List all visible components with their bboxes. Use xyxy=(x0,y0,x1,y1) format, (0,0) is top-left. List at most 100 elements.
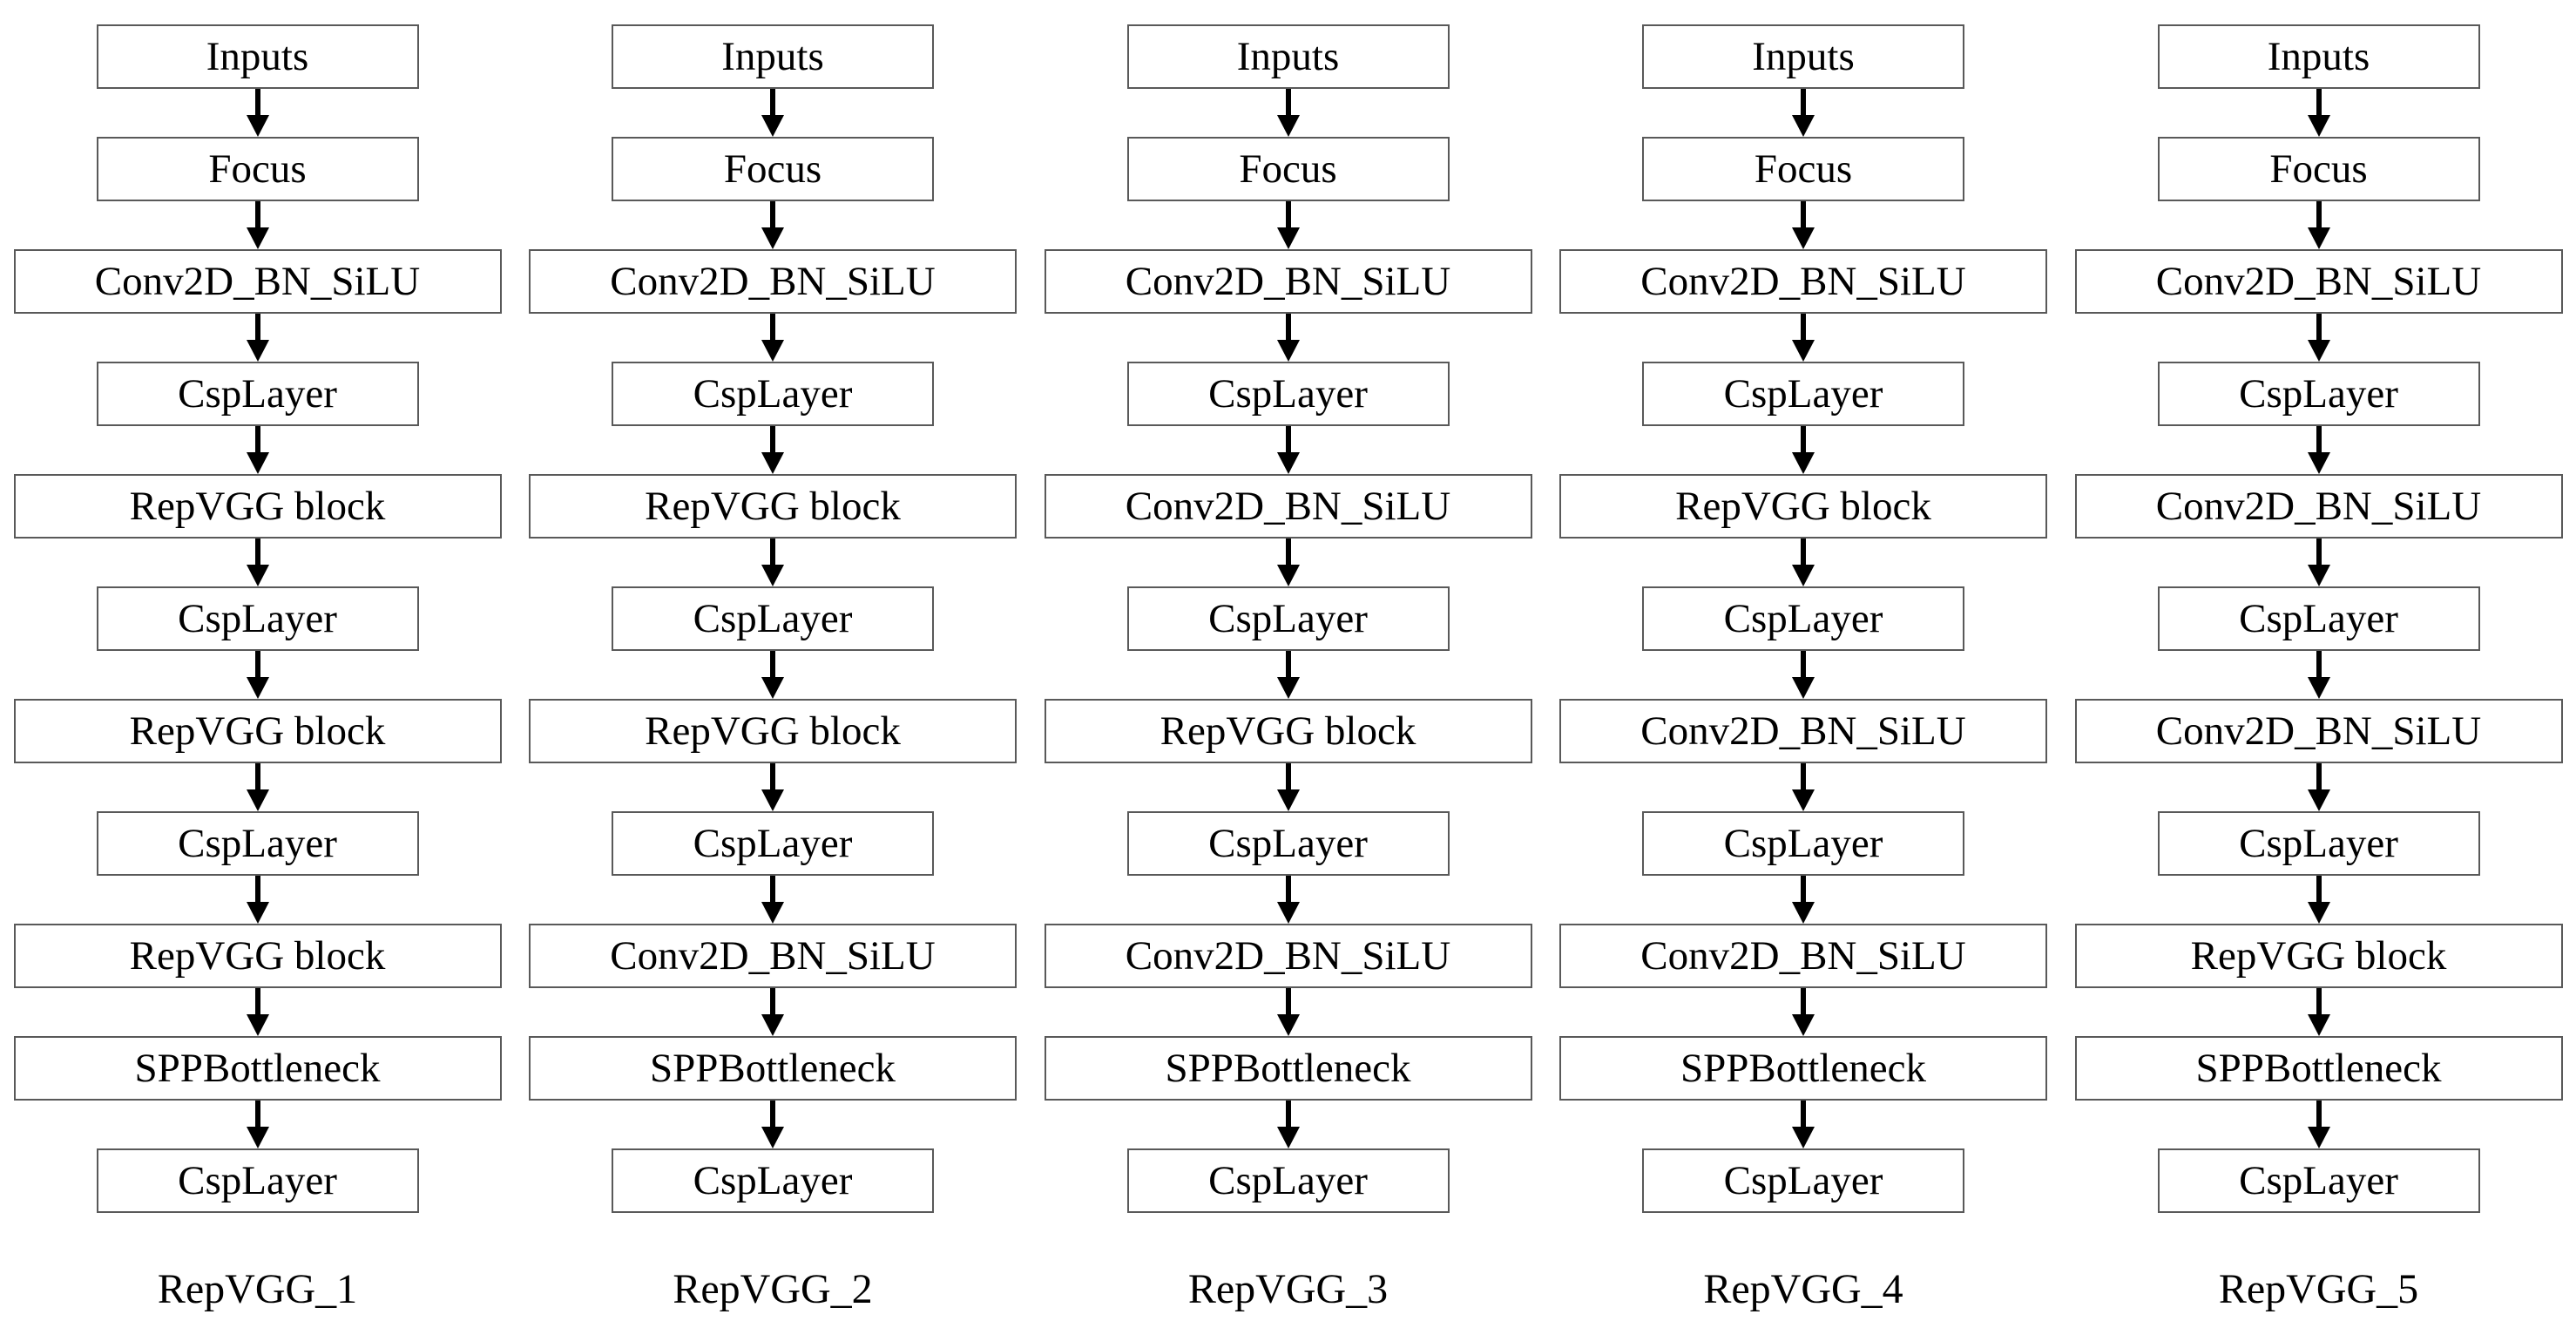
flow-node: Focus xyxy=(2157,137,2480,201)
flow-node: Conv2D_BN_SiLU xyxy=(1044,249,1532,314)
flow-arrow xyxy=(761,988,784,1036)
flow-node: SPPBottleneck xyxy=(1044,1036,1532,1101)
flow-node: Focus xyxy=(612,137,934,201)
flow-node: Inputs xyxy=(612,24,934,89)
flow-arrow xyxy=(246,1101,269,1148)
flow-arrow xyxy=(1792,539,1815,586)
flow-node: RepVGG block xyxy=(13,924,502,988)
flow-node: CspLayer xyxy=(96,1148,419,1213)
flow-arrow xyxy=(1792,426,1815,474)
flow-arrow xyxy=(1792,763,1815,811)
flow-arrow xyxy=(1792,651,1815,699)
flow-arrow xyxy=(1276,539,1300,586)
flow-node: RepVGG block xyxy=(529,474,1017,539)
flow-arrow xyxy=(761,314,784,362)
flow-arrow xyxy=(1276,1101,1300,1148)
flow-arrow xyxy=(761,651,784,699)
flow-arrow xyxy=(2307,539,2330,586)
flow-node: RepVGG block xyxy=(2074,924,2563,988)
flow-node: CspLayer xyxy=(96,362,419,426)
flow-arrow xyxy=(1276,763,1300,811)
flow-arrow xyxy=(761,876,784,924)
flow-node: Conv2D_BN_SiLU xyxy=(1559,924,2047,988)
flow-node: CspLayer xyxy=(1642,1148,1964,1213)
flow-node: SPPBottleneck xyxy=(529,1036,1017,1101)
flow-node: Conv2D_BN_SiLU xyxy=(1559,699,2047,763)
flow-node: RepVGG block xyxy=(1044,699,1532,763)
flow-arrow xyxy=(2307,89,2330,137)
column-caption: RepVGG_1 xyxy=(157,1266,358,1312)
flow-node: CspLayer xyxy=(1126,362,1450,426)
flow-arrow xyxy=(2307,1101,2330,1148)
flow-arrow xyxy=(1276,314,1300,362)
flow-node: Conv2D_BN_SiLU xyxy=(1044,924,1532,988)
column-caption: RepVGG_5 xyxy=(2218,1266,2419,1312)
flow-arrow xyxy=(246,426,269,474)
flow-arrow xyxy=(246,876,269,924)
flow-node: Inputs xyxy=(96,24,419,89)
flow-node: CspLayer xyxy=(1126,586,1450,651)
flow-node: SPPBottleneck xyxy=(13,1036,502,1101)
flow-arrow xyxy=(761,426,784,474)
flow-arrow xyxy=(2307,314,2330,362)
column-caption: RepVGG_4 xyxy=(1703,1266,1903,1312)
flow-arrow xyxy=(1276,651,1300,699)
flow-node: CspLayer xyxy=(1642,811,1964,876)
flow-arrow xyxy=(1792,876,1815,924)
flow-node: Inputs xyxy=(2157,24,2480,89)
flow-arrow xyxy=(1276,988,1300,1036)
flow-arrow xyxy=(2307,988,2330,1036)
flow-arrow xyxy=(761,201,784,249)
flow-node: CspLayer xyxy=(1126,1148,1450,1213)
flow-node: Conv2D_BN_SiLU xyxy=(2074,249,2563,314)
flow-node: CspLayer xyxy=(2157,362,2480,426)
flow-arrow xyxy=(761,763,784,811)
flow-arrow xyxy=(1792,201,1815,249)
flow-arrow xyxy=(1792,314,1815,362)
flow-node: Inputs xyxy=(1642,24,1964,89)
flow-node: RepVGG block xyxy=(13,699,502,763)
flow-arrow xyxy=(1792,988,1815,1036)
flow-arrow xyxy=(246,988,269,1036)
flow-arrow xyxy=(1276,426,1300,474)
flow-node: CspLayer xyxy=(96,586,419,651)
flow-node: Conv2D_BN_SiLU xyxy=(1044,474,1532,539)
flow-arrow xyxy=(1276,201,1300,249)
flow-arrow xyxy=(2307,201,2330,249)
flow-node: RepVGG block xyxy=(13,474,502,539)
flow-node: Focus xyxy=(96,137,419,201)
flow-node: SPPBottleneck xyxy=(2074,1036,2563,1101)
flow-node: CspLayer xyxy=(612,586,934,651)
flow-arrow xyxy=(246,763,269,811)
flow-node: Focus xyxy=(1126,137,1450,201)
flow-node: Conv2D_BN_SiLU xyxy=(1559,249,2047,314)
flow-node: CspLayer xyxy=(2157,586,2480,651)
flow-node: Focus xyxy=(1642,137,1964,201)
flow-arrow xyxy=(246,314,269,362)
flow-node: Conv2D_BN_SiLU xyxy=(13,249,502,314)
flow-arrow xyxy=(761,89,784,137)
flow-arrow xyxy=(761,539,784,586)
flow-arrow xyxy=(246,651,269,699)
flow-node: Inputs xyxy=(1126,24,1450,89)
flow-node: RepVGG block xyxy=(1559,474,2047,539)
flow-node: CspLayer xyxy=(96,811,419,876)
flow-node: CspLayer xyxy=(2157,1148,2480,1213)
flow-node: SPPBottleneck xyxy=(1559,1036,2047,1101)
flow-node: CspLayer xyxy=(2157,811,2480,876)
flow-node: CspLayer xyxy=(612,362,934,426)
flow-node: CspLayer xyxy=(1126,811,1450,876)
flow-node: Conv2D_BN_SiLU xyxy=(2074,474,2563,539)
flow-arrow xyxy=(1792,89,1815,137)
flow-arrow xyxy=(2307,651,2330,699)
flow-arrow xyxy=(1276,876,1300,924)
